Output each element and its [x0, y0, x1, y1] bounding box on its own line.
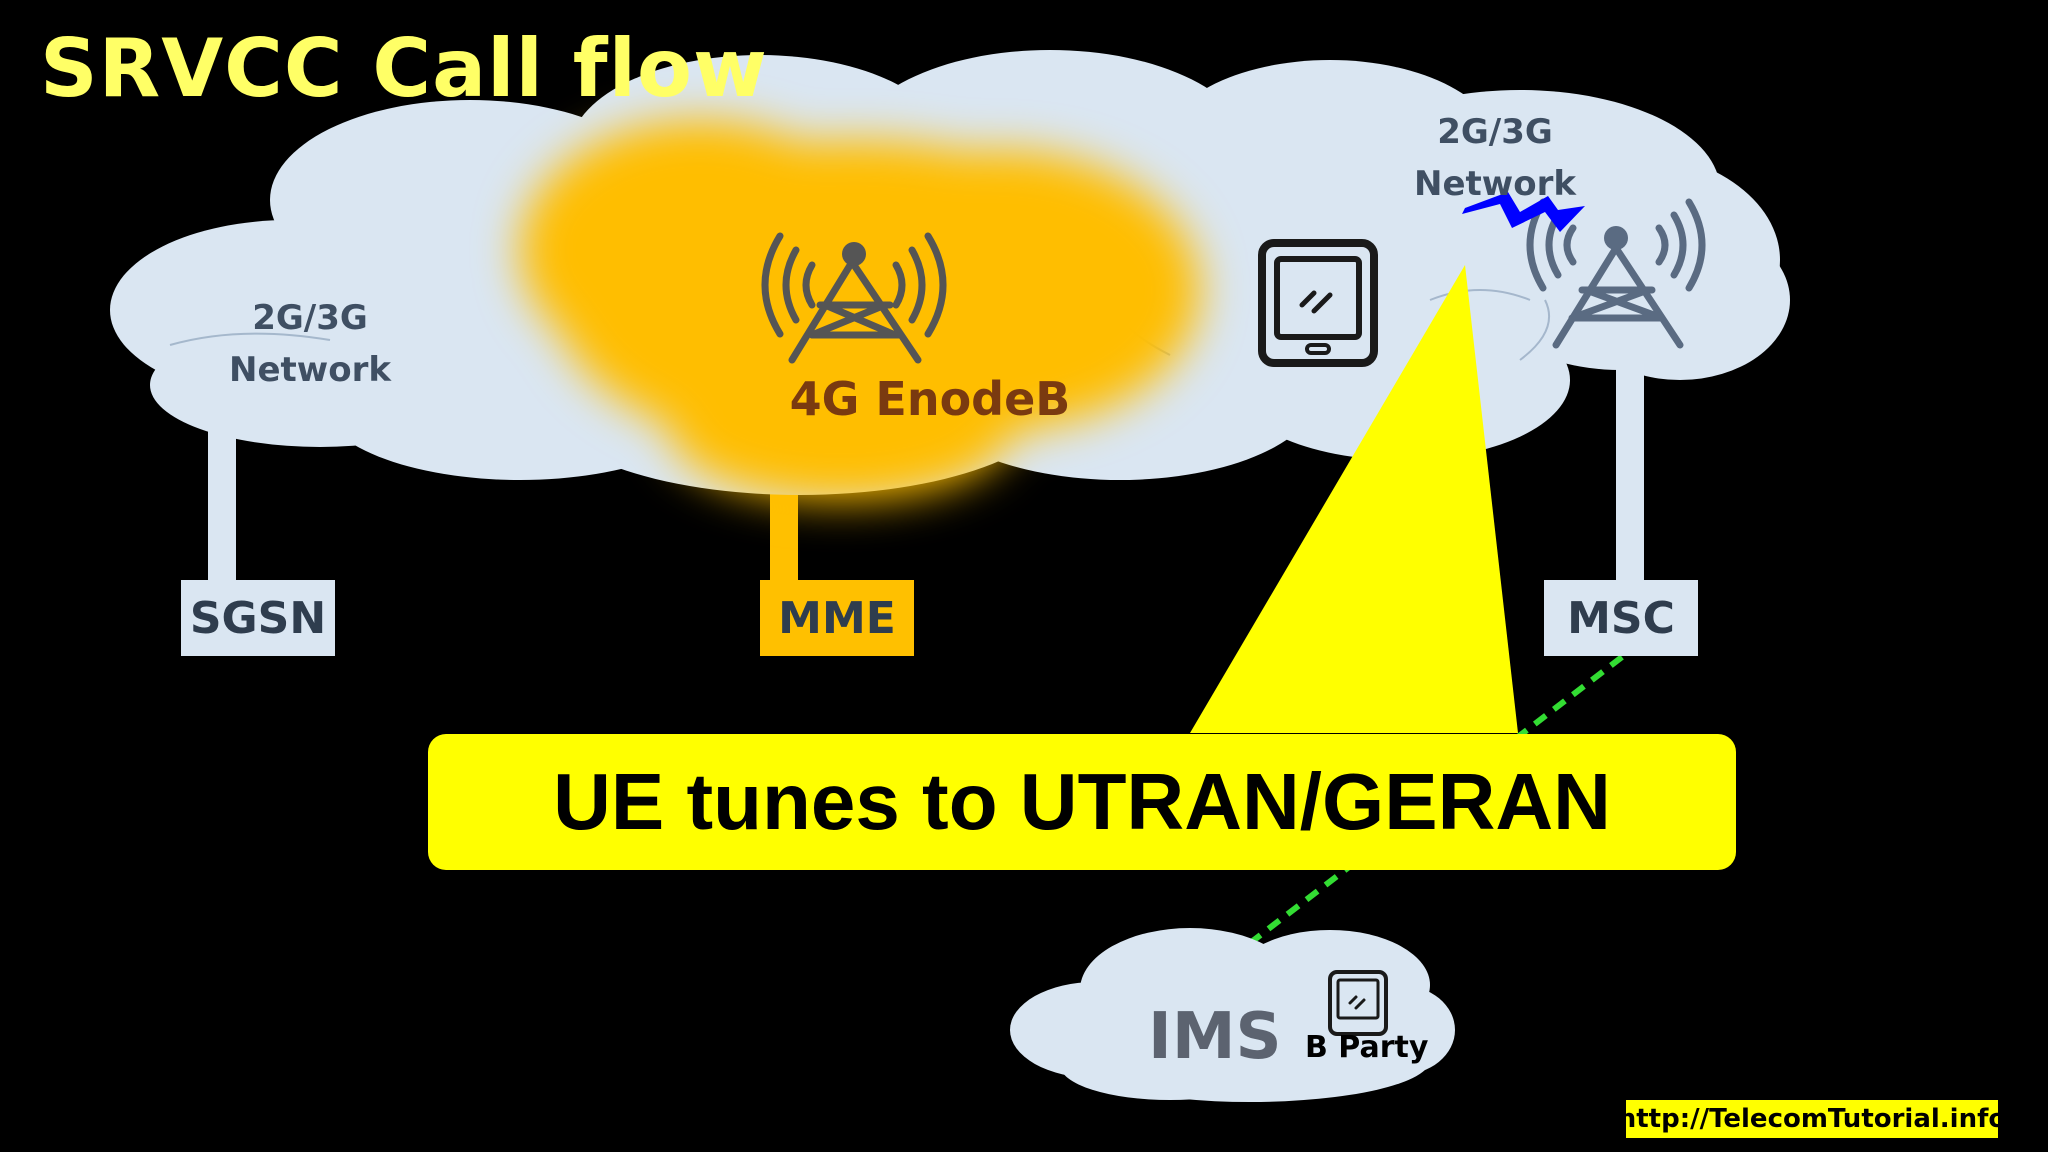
- radio-link-bolt: [1462, 192, 1585, 232]
- right-network-line2: Network: [1414, 164, 1576, 204]
- b-party-phone-icon: [1328, 970, 1388, 1036]
- ue-phone-icon: [1258, 239, 1378, 367]
- bts-antenna-icon: [1604, 226, 1628, 250]
- sgsn-connector: [208, 410, 236, 585]
- left-network-line2: Network: [229, 350, 391, 390]
- ims-label: IMS: [1148, 1000, 1282, 1074]
- enodeb-antenna-icon: [842, 242, 866, 266]
- sgsn-node: SGSN: [181, 580, 335, 656]
- left-network-label: 2G/3G Network: [210, 292, 410, 396]
- right-network-line1: 2G/3G: [1437, 112, 1553, 152]
- source-url[interactable]: http://TelecomTutorial.info: [1618, 1100, 2006, 1138]
- ims-cloud: [1010, 928, 1455, 1102]
- enodeb-tower-icon: [761, 232, 947, 364]
- callout-text: UE tunes to UTRAN/GERAN: [553, 757, 1611, 846]
- msc-connector: [1616, 360, 1644, 585]
- right-network-label: 2G/3G Network: [1395, 106, 1595, 210]
- page-title: SRVCC Call flow: [40, 22, 768, 115]
- b-party-label: B Party: [1305, 1030, 1429, 1065]
- left-network-line1: 2G/3G: [252, 298, 368, 338]
- callout-box: [428, 734, 1736, 870]
- msc-node: MSC: [1544, 580, 1698, 656]
- callout-pointer: [1190, 265, 1518, 733]
- enodeb-label: 4G EnodeB: [789, 372, 1071, 426]
- mme-node: MME: [760, 580, 914, 656]
